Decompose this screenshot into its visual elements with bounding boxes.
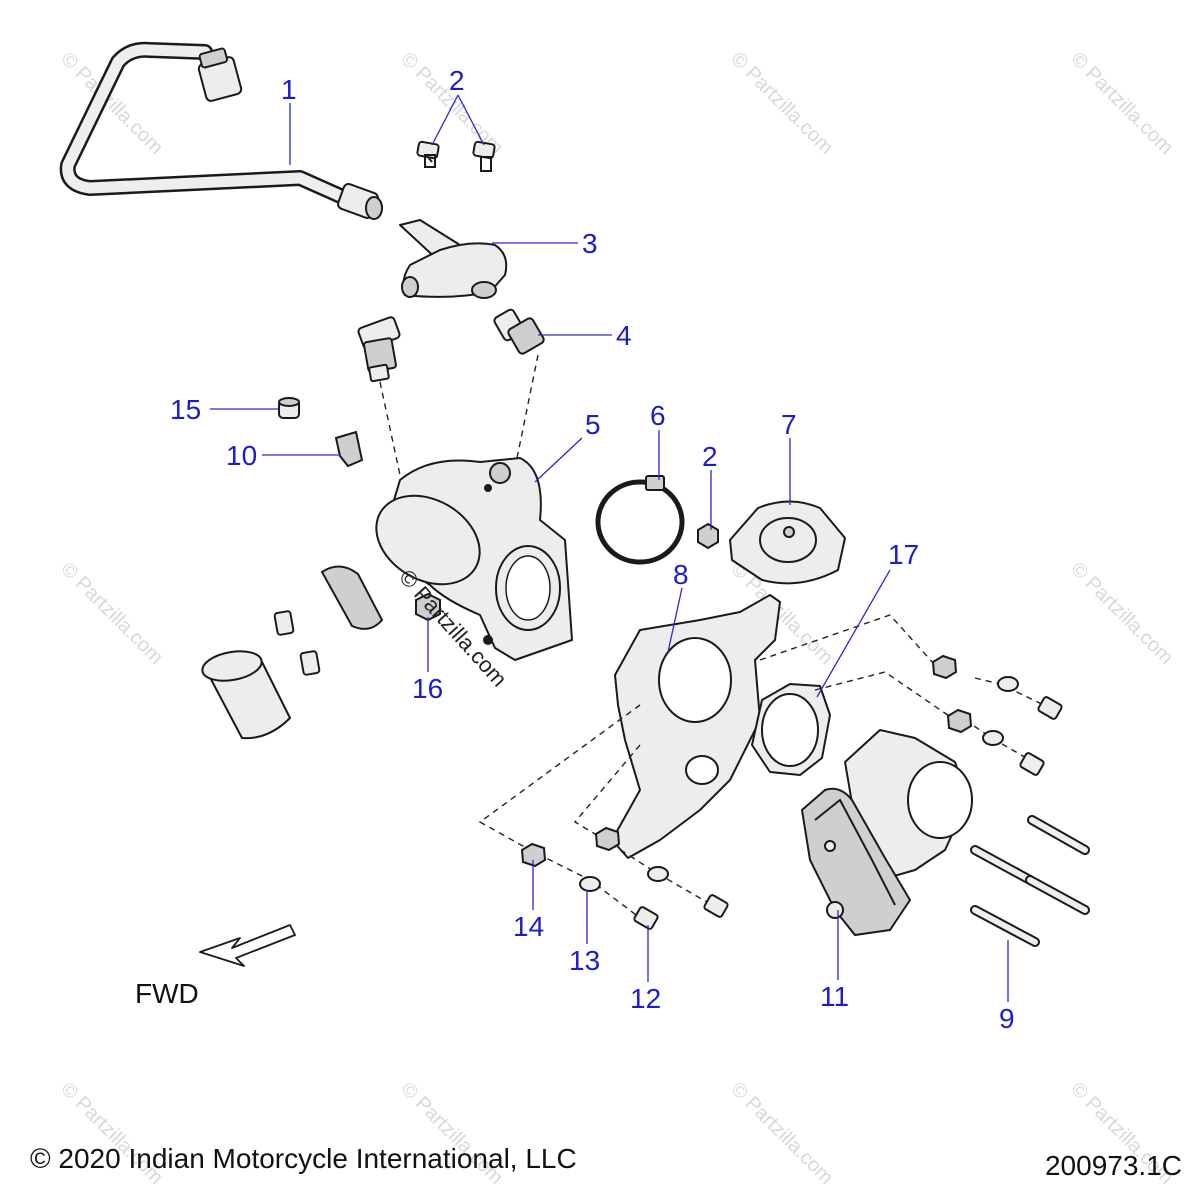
callout-4: 4 [616, 320, 632, 351]
copyright-text: © 2020 Indian Motorcycle International, … [30, 1143, 577, 1174]
callout-10: 10 [226, 440, 257, 471]
nut-sixteen [415, 592, 441, 622]
throttle-gasket [751, 683, 831, 776]
callout-9: 9 [999, 1003, 1015, 1034]
watermark: © Partzilla.com [726, 48, 837, 159]
callout-15: 15 [170, 394, 201, 425]
callout-numbers: 1 2 3 4 5 6 2 7 15 10 8 17 16 14 13 12 1… [170, 65, 1015, 1034]
fuel-rail [399, 219, 508, 299]
washer [579, 676, 1019, 892]
mounting-bracket [611, 594, 781, 859]
callout-13: 13 [569, 945, 600, 976]
callout-2-lower: 2 [702, 441, 718, 472]
callout-7: 7 [781, 409, 797, 440]
callout-2: 2 [449, 65, 465, 96]
callout-8: 8 [673, 559, 689, 590]
leader-lines [210, 94, 1009, 1002]
callout-14: 14 [513, 911, 544, 942]
callout-6: 6 [650, 400, 666, 431]
plug-screw [278, 397, 300, 419]
callout-17: 17 [888, 539, 919, 570]
fuel-line [59, 41, 383, 220]
throttle-body [800, 729, 973, 937]
flange-bolt [633, 696, 1063, 930]
flange-cover [729, 500, 846, 585]
forward-direction-arrow: FWD [135, 924, 296, 1009]
callout-3: 3 [582, 228, 598, 259]
direction-label: FWD [135, 978, 199, 1009]
hose-clamp [595, 475, 685, 565]
intake-boot [201, 565, 384, 740]
bolt-pair-top [416, 140, 496, 172]
callout-1: 1 [281, 74, 297, 105]
watermark: © Partzilla.com [56, 558, 167, 669]
fuel-injectors [357, 308, 545, 383]
watermark: © Partzilla.com [1066, 48, 1177, 159]
callout-12: 12 [630, 983, 661, 1014]
long-bolts [970, 815, 1090, 947]
watermark: © Partzilla.com [1066, 558, 1177, 669]
callout-16: 16 [412, 673, 443, 704]
callout-11: 11 [820, 981, 849, 1012]
sensor-clip [334, 430, 364, 468]
diagram-number: 200973.1C [1045, 1150, 1182, 1181]
bolt-pair-left [273, 610, 321, 676]
callout-5: 5 [585, 409, 601, 440]
watermark: © Partzilla.com [726, 1078, 837, 1189]
intake-manifold [375, 457, 573, 661]
bushing [520, 654, 973, 868]
nut-two [697, 522, 719, 550]
